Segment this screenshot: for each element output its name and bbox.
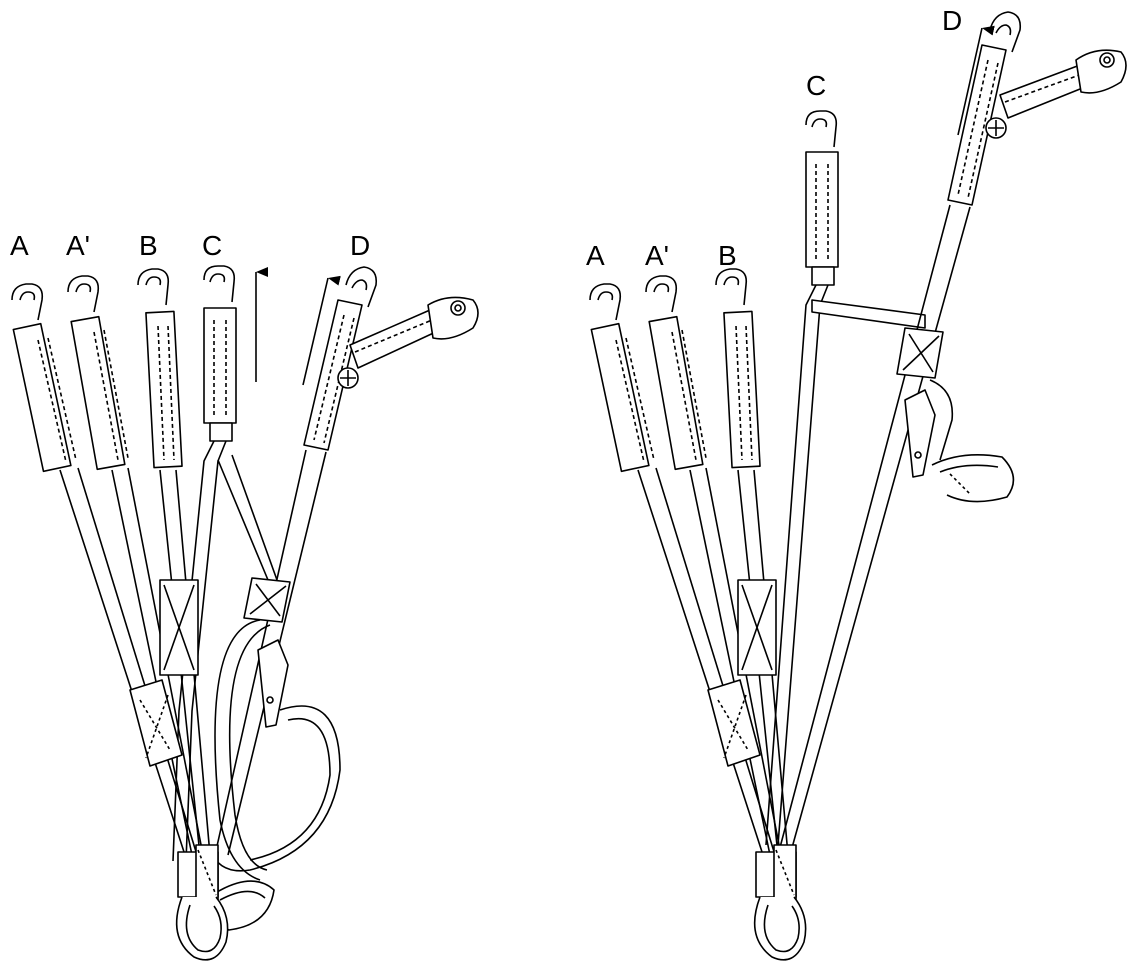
riser-a-left [11,283,198,856]
arrow-d-right [957,25,995,136]
riser-d-right [777,11,1127,856]
label-a-right: A [586,240,605,271]
brake-handle-right [904,379,1015,503]
riser-a-prime-left [67,275,204,856]
label-a-left: A [10,230,29,261]
arrow-d-left [302,275,341,386]
label-c-left: C [202,230,222,261]
main-connector-right [753,844,807,961]
riser-a-right [589,283,776,856]
brake-handle-left [209,619,341,931]
left-riser-diagram [11,265,479,961]
right-riser-diagram [589,11,1127,961]
label-d-left: D [350,230,370,261]
main-connector-left [175,844,229,961]
riser-c-left [172,265,278,862]
label-b-right: B [718,240,737,271]
riser-a-prime-right [645,275,782,856]
riser-d-left [214,266,479,856]
spreader-bars-left [129,577,291,767]
label-a-prime-left: A' [66,230,90,261]
label-b-left: B [139,230,158,261]
riser-c-right [765,110,926,846]
label-c-right: C [806,70,826,101]
spreader-bars-right [707,327,944,767]
label-a-prime-right: A' [645,240,669,271]
label-d-right: D [942,5,962,36]
